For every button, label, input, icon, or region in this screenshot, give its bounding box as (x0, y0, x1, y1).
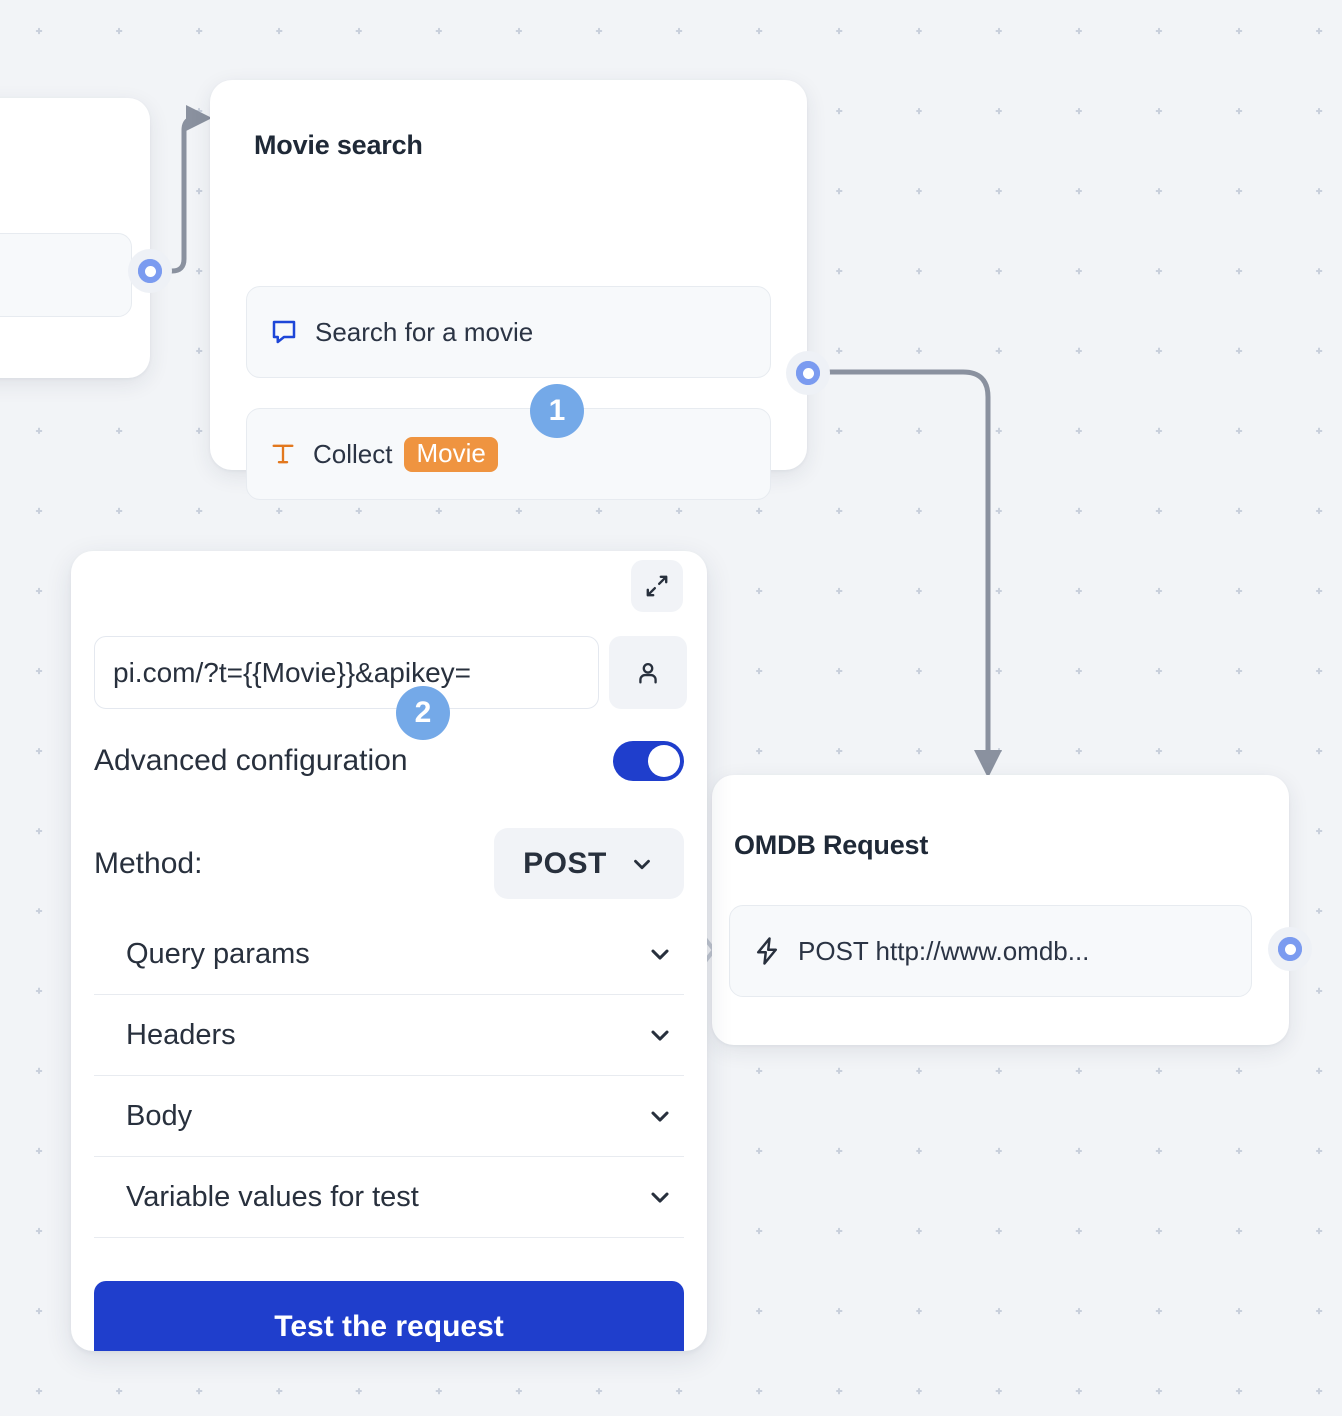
chevron-down-icon[interactable] (646, 1021, 674, 1049)
chevron-down-icon[interactable] (646, 940, 674, 968)
node-omdb-title: OMDB Request (734, 830, 929, 860)
advanced-configuration-row[interactable]: Advanced configuration (94, 741, 684, 781)
node-row-label: Collect (313, 438, 393, 469)
message-bubble-icon (269, 317, 299, 347)
advanced-configuration-toggle[interactable] (613, 741, 684, 781)
method-label: Method: (94, 846, 203, 880)
expand-panel-button[interactable] (631, 560, 683, 612)
method-selected-value: POST (523, 846, 607, 880)
lightning-bolt-icon (752, 936, 782, 966)
handle-core (144, 265, 156, 277)
node-movie-search[interactable]: Movie search Search for a movie Collect … (210, 80, 807, 500)
step-badge-1: 1 (530, 384, 584, 438)
method-row: Method: POST (94, 828, 684, 899)
accordion-label: Headers (126, 1018, 236, 1051)
step-badge-2: 2 (396, 686, 450, 740)
handle-core (1284, 943, 1296, 955)
accordion-label: Query params (126, 937, 310, 970)
node-row-search-for-a-movie[interactable]: Search for a movie (246, 286, 771, 378)
advanced-configuration-label: Advanced configuration (94, 744, 408, 777)
handle-omdb-output[interactable] (1268, 927, 1312, 971)
node-omdb-request[interactable]: OMDB Request POST http://www.omdb... (712, 775, 1289, 1045)
chevron-down-icon (633, 859, 650, 869)
node-row-label: Search for a movie (315, 316, 534, 347)
node-row-omdb-post[interactable]: POST http://www.omdb... (729, 905, 1252, 997)
node-movie-search-title: Movie search (254, 130, 423, 160)
test-the-request-button[interactable]: Test the request (94, 1281, 684, 1351)
chevron-down-icon[interactable] (646, 1102, 674, 1130)
person-icon (639, 662, 657, 683)
handle-partial-output[interactable] (128, 249, 172, 293)
chevron-down-icon[interactable] (646, 1183, 674, 1211)
request-url-input[interactable] (94, 636, 599, 709)
config-accordion: Query params Headers Body Variable value… (94, 914, 684, 1238)
node-row-label: POST http://www.omdb... (798, 935, 1090, 966)
accordion-item-query-params[interactable]: Query params (94, 914, 684, 995)
accordion-item-body[interactable]: Body (94, 1076, 684, 1157)
node-partial-row[interactable] (0, 233, 132, 317)
expand-diagonal-icon (646, 575, 668, 597)
url-field-group[interactable] (94, 636, 687, 709)
handle-core (802, 367, 814, 379)
handle-movie-search-output[interactable] (786, 351, 830, 395)
accordion-item-headers[interactable]: Headers (94, 995, 684, 1076)
accordion-label: Variable values for test (126, 1180, 419, 1213)
variable-chip-movie[interactable]: Movie (404, 436, 498, 472)
node-partial-left[interactable] (0, 98, 150, 378)
text-type-icon (269, 440, 297, 468)
node-row-collect-movie[interactable]: Collect Movie (246, 408, 771, 500)
method-select[interactable]: POST (494, 828, 684, 899)
toggle-knob (648, 745, 680, 777)
request-config-panel[interactable]: Advanced configuration Method: POST Quer… (71, 551, 707, 1351)
accordion-item-variable-values-for-test[interactable]: Variable values for test (94, 1157, 684, 1238)
auth-user-button[interactable] (609, 636, 687, 709)
accordion-label: Body (126, 1099, 193, 1132)
